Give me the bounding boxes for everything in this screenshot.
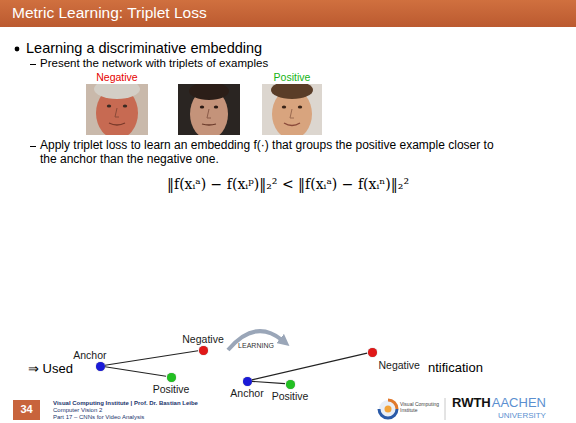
point-label: Anchor: [73, 349, 106, 361]
negative-point: Negative: [199, 346, 208, 355]
bullet-text: Learning a discriminative embedding: [26, 40, 262, 57]
slide-number-box: [13, 400, 40, 420]
positive-caption: Positive: [274, 71, 311, 83]
institute-logo: [379, 400, 397, 418]
connector-line: [252, 353, 367, 380]
point-label: Anchor: [230, 387, 263, 399]
footer-text: Computer Vision 2: [53, 407, 102, 414]
logo-text: Visual Computing Institute: [400, 402, 440, 413]
point-label: Negative: [182, 333, 223, 345]
connector-line: [105, 351, 198, 365]
slide-number: 34: [20, 403, 32, 416]
sub-bullet-dash: [30, 146, 36, 147]
connector-line: [252, 381, 285, 383]
point-label: Negative: [379, 359, 420, 371]
connector-line: [105, 367, 166, 376]
logo-separator: [445, 398, 446, 420]
logo-wordmark: RWTH: [452, 396, 491, 411]
footer-text: Part 17 – CNNs for Video Analysis: [53, 414, 144, 421]
logo-wordmark: AACHEN: [492, 396, 546, 411]
bullet-dot: [15, 47, 20, 52]
title-bar: [0, 0, 576, 27]
negative-point: Negative: [368, 348, 377, 357]
conclusion-text: ⇒ Used: [28, 362, 73, 377]
negative-caption: Negative: [96, 71, 137, 83]
sub-bullet-dash: [30, 64, 36, 65]
logo-wordmark: UNIVERSITY: [498, 411, 546, 420]
positive-face-photo: [262, 84, 322, 135]
positive-point: Positive: [286, 380, 295, 389]
point-label: Positive: [153, 383, 190, 395]
slide-title: Metric Learning: Triplet Loss: [12, 4, 207, 22]
sub-bullet-text: Apply triplet loss to learn an embedding…: [40, 139, 510, 167]
anchor-point: Anchor: [243, 377, 252, 386]
anchor-face-photo: [178, 84, 240, 135]
conclusion-text: ntification: [428, 361, 483, 376]
sub-bullet-text: Present the network with triplets of exa…: [40, 57, 268, 70]
learning-arrow: [228, 331, 282, 350]
footer-text: Visual Computing Institute | Prof. Dr. B…: [53, 400, 198, 407]
point-label: Positive: [272, 390, 309, 402]
positive-point: Positive: [167, 373, 176, 382]
negative-face-photo: [86, 84, 148, 135]
arrow-label: LEARNING: [238, 342, 274, 350]
anchor-point: Anchor: [96, 362, 105, 371]
triplet-formula: ‖f(xᵢᵃ) − f(xᵢᵖ)‖₂² < ‖f(xᵢᵃ) − f(xᵢⁿ)‖₂…: [167, 176, 409, 192]
